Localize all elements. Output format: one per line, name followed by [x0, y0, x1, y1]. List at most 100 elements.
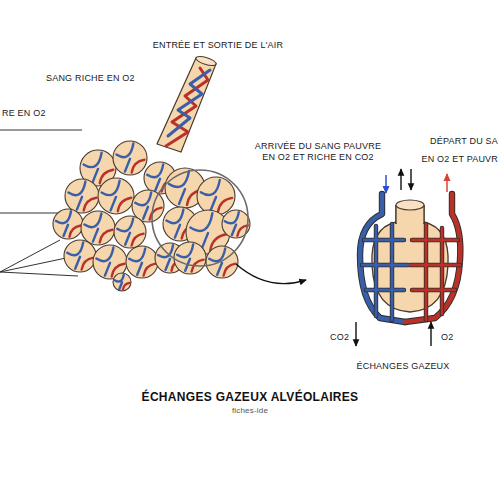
gas-label: CO2 — [330, 332, 349, 343]
zoom-arrow — [236, 264, 306, 284]
venous-network — [362, 224, 408, 320]
vein-vessel — [201, 180, 220, 211]
leader-line — [0, 130, 82, 131]
alveolus — [64, 240, 96, 272]
leader-line — [0, 272, 78, 276]
vein-vessel — [84, 214, 101, 242]
capillary-outline — [360, 194, 460, 322]
alveolus — [114, 216, 146, 248]
alveolus-sac — [65, 179, 99, 213]
watermark: fiches-ide — [232, 406, 268, 416]
alveolus — [81, 211, 115, 245]
alveolus-opening — [396, 200, 424, 210]
vein-vessel — [135, 192, 151, 218]
vein-vessel — [169, 171, 189, 204]
blood-out-label: DÉPART DU SA — [430, 136, 498, 147]
network-outline — [362, 224, 460, 320]
network-outline — [410, 224, 460, 320]
alveolar-cluster — [53, 141, 250, 291]
alveolus-sac — [81, 211, 115, 245]
alveolus-sac — [114, 216, 146, 248]
bronchiole-opening — [195, 55, 217, 68]
artery-vessel — [218, 198, 232, 212]
alveolus — [53, 209, 83, 239]
air-arrow — [400, 169, 401, 190]
artery-vessel — [224, 264, 236, 276]
artery-vessel — [144, 264, 156, 276]
artery-vessel — [132, 234, 144, 246]
artery-vessel — [84, 198, 97, 211]
blood-in-label: ARRIVÉE DU SANG PAUVRE EN O2 ET RICHE EN… — [252, 141, 384, 163]
capillary-outline — [405, 194, 460, 322]
vein-vessel — [225, 212, 239, 235]
alveolus-sac — [174, 242, 206, 274]
section-label: ÉCHANGES GAZEUX — [356, 361, 449, 372]
artery-vessel — [82, 258, 94, 270]
alveolus-sac — [53, 209, 83, 239]
leader-line — [0, 240, 60, 272]
alveolus-sac — [206, 246, 238, 278]
alveolus — [126, 246, 158, 278]
magnifier-circle — [152, 170, 248, 266]
artery-vessel — [100, 230, 113, 243]
vein-vessel — [168, 70, 210, 136]
vein-vessel — [96, 248, 113, 276]
vein-vessel — [116, 144, 133, 172]
vein-vessel — [177, 244, 193, 270]
alveolus-sac — [197, 177, 235, 215]
vein-vessel — [102, 181, 120, 211]
alveolus — [206, 246, 238, 278]
vein-vessel — [166, 210, 183, 238]
gas-label: O2 — [441, 332, 453, 343]
alveolus — [113, 273, 131, 291]
vein-vessel — [209, 248, 225, 274]
leader-line — [0, 258, 66, 272]
vein-vessel — [147, 164, 163, 190]
blood-label: RE EN O2 — [2, 108, 46, 119]
blood-out-arrow — [446, 174, 448, 192]
capillary-arterial — [405, 194, 460, 322]
vein-vessel — [129, 248, 145, 274]
blood-out-label: EN O2 ET PAUVR — [422, 154, 499, 165]
leader-line — [0, 213, 60, 214]
gas-arrow — [430, 322, 431, 346]
vein-vessel — [84, 153, 102, 183]
diagram-title: ÉCHANGES GAZEUX ALVÉOLAIRES — [142, 390, 359, 404]
gas-arrow — [355, 322, 356, 346]
blood-label: SANG RICHE EN O2 — [46, 73, 135, 84]
alveolus — [113, 141, 147, 175]
vein-vessel — [67, 242, 83, 268]
air-arrow — [410, 169, 411, 190]
bronchiole — [157, 55, 217, 152]
vein-vessel — [68, 182, 85, 210]
alveolus-sac — [113, 273, 131, 291]
alveolus-sac — [113, 141, 147, 175]
alveolus-zoom — [356, 169, 460, 346]
alveolus-sac — [98, 178, 134, 214]
air-label: ENTRÉE ET SORTIE DE L'AIR — [153, 40, 283, 51]
vein-vessel — [158, 245, 173, 270]
alveolus — [174, 242, 206, 274]
vein-vessel — [117, 218, 133, 244]
capillary-outline — [360, 194, 405, 322]
arterial-network — [410, 224, 460, 320]
network-outline — [362, 224, 408, 320]
arterial-network — [410, 224, 460, 320]
alveolus-sac — [126, 246, 158, 278]
alveolus — [197, 177, 235, 215]
artery-vessel — [132, 160, 145, 173]
alveolus — [98, 178, 134, 214]
artery-vessel — [118, 198, 132, 212]
alveolus — [65, 179, 99, 213]
venous-network — [362, 224, 408, 320]
artery-vessel — [70, 226, 81, 237]
capillary-venous — [360, 194, 405, 322]
capillary-arterial — [405, 194, 460, 322]
capillary-venous — [360, 194, 405, 322]
bronchiole-tube — [157, 58, 216, 152]
blood-in-arrow — [385, 175, 387, 193]
vein-vessel — [56, 211, 71, 236]
artery-vessel — [123, 283, 130, 290]
alveolus-sac — [64, 240, 96, 272]
